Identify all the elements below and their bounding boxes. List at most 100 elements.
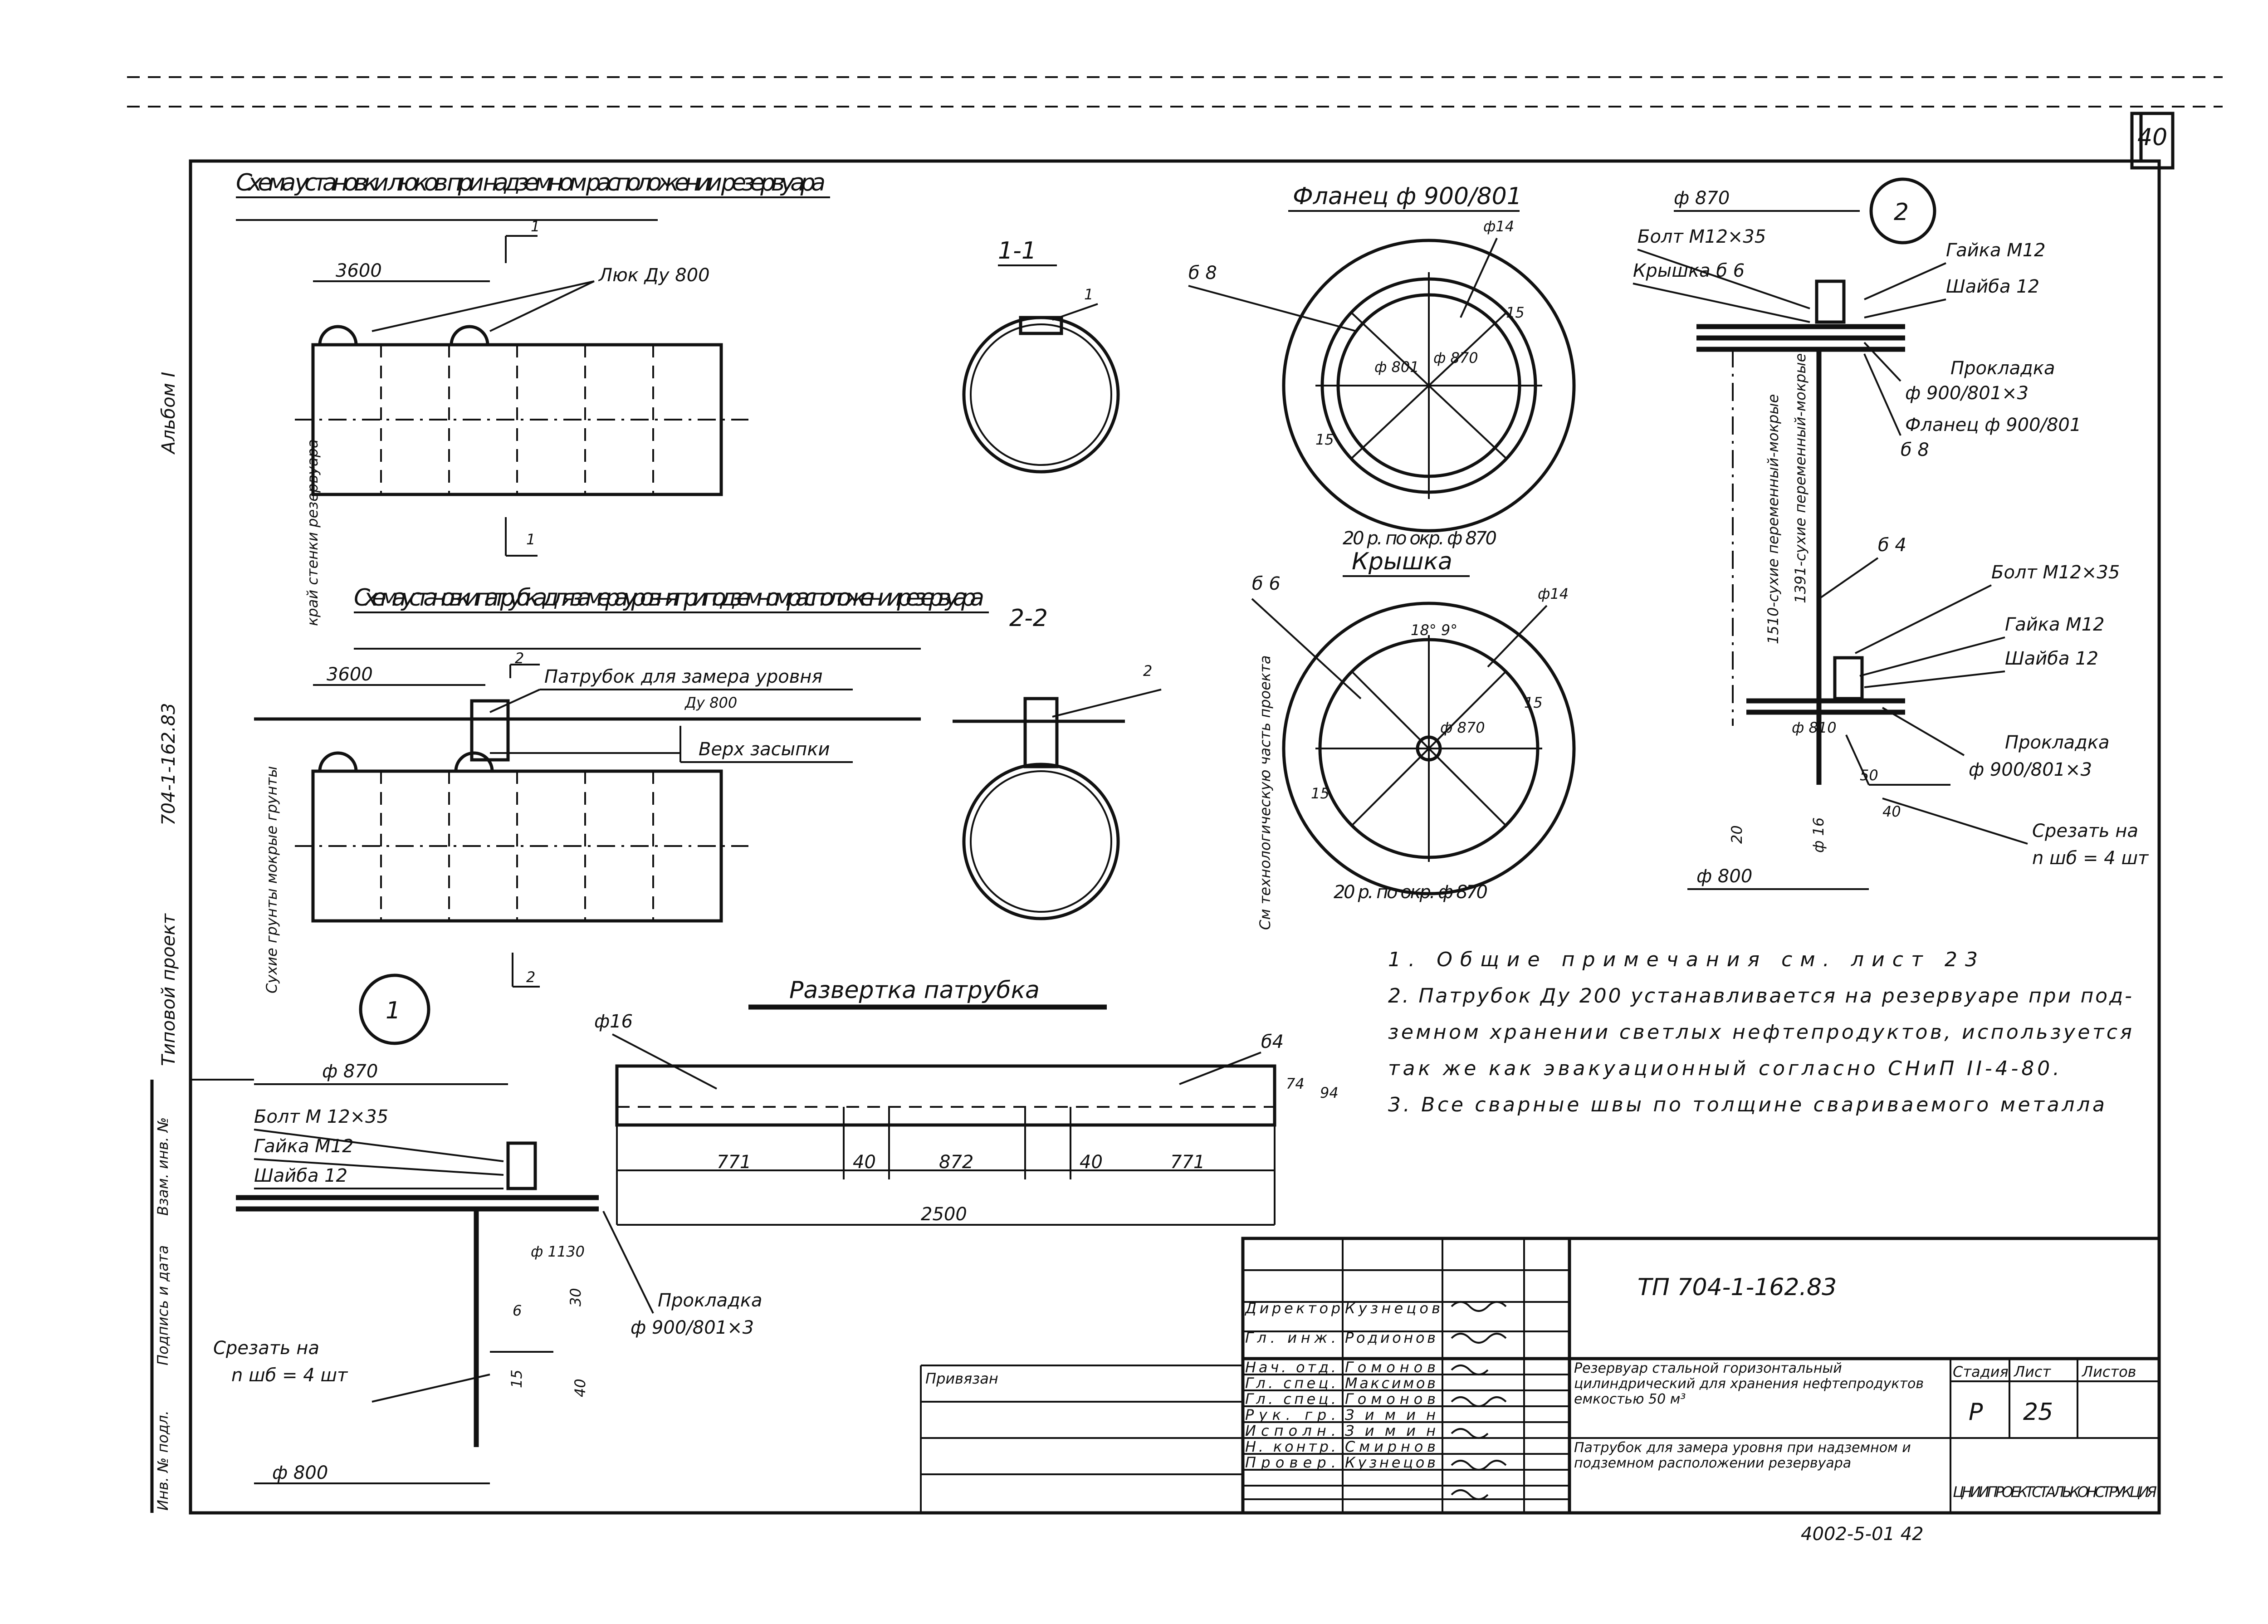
note-2c: так же как эвакуационный согласно СНиП I… [1388, 1057, 2059, 1080]
flange-title: Фланец ф 900/801 [1293, 183, 1522, 210]
notes: 1. Общие примечания см. лист 23 2. Патру… [1388, 948, 2132, 1116]
binding-label: Привязан [925, 1370, 998, 1387]
role-8: Н. контр. [1245, 1438, 1336, 1455]
detail-1-cut: Срезать на [213, 1338, 319, 1359]
pipe-du-label: Ду 800 [684, 694, 737, 711]
stamp-row-3: Инв. № подл. [154, 1410, 171, 1511]
title-code: ТП 704-1-162.83 [1637, 1274, 1837, 1301]
detail-2-d870: ф 870 [1674, 188, 1730, 209]
cover-view: Крышка б 6 ф14 18° 9° ф 870 15 15 20 р. … [1251, 548, 1576, 930]
detail-2-cut: Срезать на [2032, 821, 2138, 841]
unfold-h74: 74 [1286, 1075, 1305, 1092]
tech-part-label: См технологическую часть проекта [1256, 655, 1274, 930]
detail-2-nut2: Гайка М12 [2005, 614, 2105, 635]
detail-2-flange-t: б 8 [1901, 440, 1929, 460]
name-8: Смирнов [1345, 1438, 1436, 1455]
detail-1-d1130: ф 1130 [531, 1243, 585, 1260]
detail-1-washer: Шайба 12 [254, 1165, 347, 1186]
title-description-2: Патрубок для замера уровня при надземном… [1574, 1440, 1911, 1471]
section-1-1: 1-1 1 [962, 237, 1120, 474]
detail-2-drywet-1: 1510-сухие переменный-мокрые [1765, 394, 1782, 644]
stamp-row-2: Подпись и дата [154, 1245, 171, 1365]
stage-value: Р [1969, 1399, 1983, 1426]
unfold-title: Развертка патрубка [789, 977, 1040, 1004]
detail-2-cut-n: n шб = 4 шт [2032, 848, 2149, 869]
detail-1-gasket: Прокладка [658, 1290, 763, 1311]
role-6: Рук. гр. [1245, 1406, 1336, 1423]
cover-thickness: б 6 [1252, 573, 1281, 594]
unfold-dim-3: 872 [939, 1152, 973, 1173]
note-1: 1. Общие примечания см. лист 23 [1388, 948, 1978, 971]
title-block: Привязан ТП 704-1-162.83 Директор Гл. ин… [920, 1237, 2161, 1545]
sheet-header: Лист [2014, 1363, 2051, 1380]
title-description-1: Резервуар стальной горизонтальный цилинд… [1574, 1361, 1924, 1407]
note-2a: 2. Патрубок Ду 200 устанавливается на ре… [1388, 984, 2132, 1008]
flange-d-inner: ф 870 [1433, 349, 1478, 367]
name-4: Максимов [1345, 1375, 1436, 1392]
soils-label: Сухие грунты мокрые грунты [263, 766, 280, 993]
name-6: Зимин [1345, 1406, 1436, 1423]
detail-2-gasket: Прокладка [1950, 358, 2055, 379]
detail-2-gasket2-d: ф 900/801×3 [1969, 759, 2092, 780]
stage-header: Стадия [1953, 1363, 2009, 1380]
section-mark-1-bottom: 1 [526, 531, 535, 548]
detail-2-dim-40: 40 [1882, 803, 1901, 820]
project-code-label: 704-1-162.83 [158, 703, 179, 826]
hatch-dome-2 [450, 325, 489, 347]
name-3: Гомонов [1345, 1359, 1436, 1376]
flange-dim-15a: 15 [1506, 304, 1525, 321]
detail-2-cover: Крышка б 6 [1633, 260, 1745, 281]
flange-dim-15b: 15 [1315, 431, 1334, 448]
name-7: Зимин [1345, 1422, 1436, 1439]
detail-1-d870: ф 870 [322, 1061, 378, 1082]
detail-1-nut: Гайка М12 [254, 1136, 354, 1157]
unfold-strip [615, 1064, 1276, 1127]
name-5: Гомонов [1345, 1390, 1436, 1408]
dim-3600-top: 3600 [336, 260, 382, 281]
note-2b: земном хранении светлых нефтепродуктов, … [1388, 1021, 2132, 1044]
name-9: Кузнецов [1345, 1454, 1436, 1471]
level-pipe [470, 699, 510, 762]
flange-view: Фланец ф 900/801 б 8 ф14 ф 801 ф 870 15 … [1188, 183, 1576, 549]
section-2-title: 2-2 [1009, 605, 1048, 632]
pipe-unfold: Развертка патрубка ф16 б4 74 94 771 40 8… [594, 977, 1339, 1226]
detail-2-mark: 2 [1894, 199, 1909, 226]
unfold-dim-4: 40 [1080, 1152, 1103, 1173]
detail-2-d-mid: ф 810 [1792, 719, 1837, 736]
role-1: Директор [1244, 1300, 1340, 1317]
detail-2-drywet-2: 1391-сухие переменный-мокрые [1792, 353, 1809, 603]
detail-2-gasket-d: ф 900/801×3 [1905, 383, 2028, 404]
scheme-above-title: Схема установки люков при надземном расп… [236, 169, 826, 196]
section-2-2: 2 [953, 662, 1162, 920]
detail-1-cut-n: n шб = 4 шт [231, 1365, 348, 1386]
cover-dim-15a: 15 [1524, 694, 1543, 711]
typical-project-label: Типовой проект [158, 913, 179, 1066]
backfill-top-label: Верх засыпки [699, 739, 830, 760]
detail-1-gasket-d: ф 900/801×3 [631, 1317, 754, 1338]
section-2-mark: 2 [1143, 662, 1152, 680]
flange-thickness: б 8 [1188, 263, 1217, 284]
unfold-dim-2: 40 [853, 1152, 876, 1173]
unfold-t4: б4 [1261, 1032, 1284, 1052]
cover-d: ф 870 [1440, 719, 1485, 736]
detail-2: 2 ф 870 Болт М12×35 Крышка б 6 Гайка М12… [1633, 177, 2149, 890]
role-7: Исполн. [1245, 1422, 1336, 1439]
detail-2-d800: ф 800 [1696, 866, 1752, 887]
detail-1-mark: 1 [386, 997, 401, 1024]
role-5: Гл. спец. [1245, 1390, 1336, 1408]
tank-wall-label: край стенки резервуара [304, 439, 321, 626]
scheme-under-ground: Схема установки патрубка для замера уров… [254, 439, 1048, 993]
unfold-total: 2500 [921, 1204, 967, 1225]
album-label: Альбом I [158, 372, 179, 455]
detail-2-pipe-t: б 4 [1878, 535, 1906, 556]
org-name: ЦНИИПРОЕКТСТАЛЬКОНСТРУКЦИЯ [1953, 1483, 2157, 1501]
role-9: Провер. [1245, 1454, 1336, 1471]
detail-1-d800: ф 800 [272, 1463, 328, 1483]
role-4: Гл. спец. [1245, 1375, 1336, 1392]
section-mark-1-top: 1 [531, 218, 540, 235]
detail-2-gasket2: Прокладка [2005, 732, 2110, 753]
detail-2-dim-50: 50 [1860, 767, 1878, 784]
sheet-frame: 40 [127, 76, 2223, 1515]
detail-2-bolt: Болт М12×35 [1637, 226, 1766, 247]
